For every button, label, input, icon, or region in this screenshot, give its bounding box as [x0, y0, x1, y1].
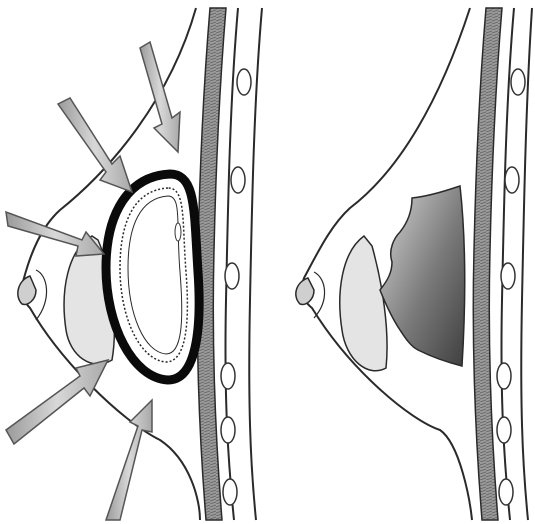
rib [497, 417, 511, 443]
left-panel [6, 8, 262, 520]
gland-tissue [340, 236, 387, 371]
rib [505, 167, 519, 193]
ruptured-implant-shadow [380, 186, 465, 366]
arrow-icon [140, 42, 180, 152]
rib [499, 479, 513, 505]
nipple [18, 276, 36, 304]
rib [511, 69, 525, 95]
rib [231, 167, 245, 193]
rib [221, 417, 235, 443]
rib [237, 69, 251, 95]
rib [225, 263, 239, 289]
right-panel [296, 8, 532, 520]
implant-capsule [106, 174, 199, 380]
rib [221, 363, 235, 389]
rib [223, 479, 237, 505]
rib [497, 363, 511, 389]
arrow-icon [6, 212, 104, 256]
chest-wall-muscle [473, 8, 502, 520]
arrow-icon [106, 400, 152, 520]
rib [501, 263, 515, 289]
nipple [296, 278, 314, 304]
ribs [497, 69, 525, 505]
arrow-icon [6, 360, 108, 444]
